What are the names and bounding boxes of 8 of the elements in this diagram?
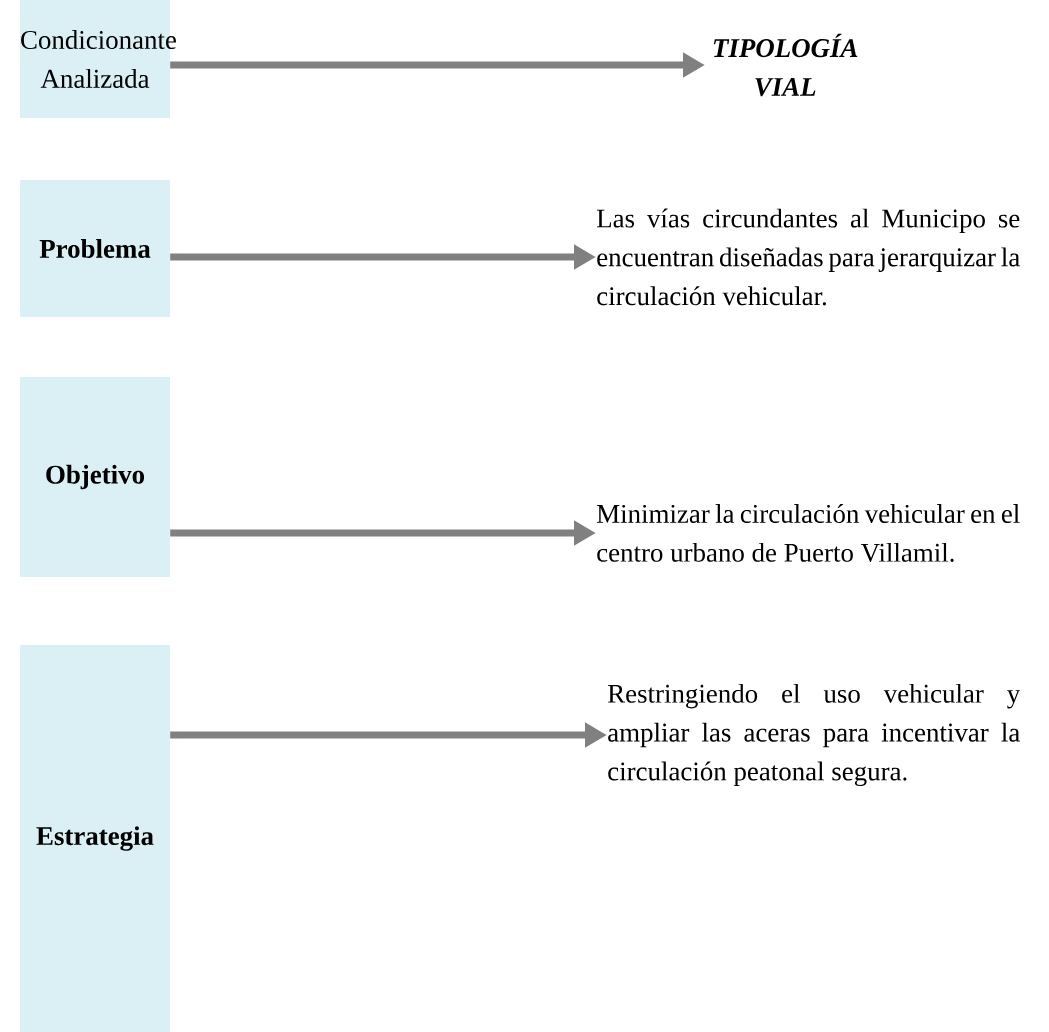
heading: TIPOLOGÍA VIAL (713, 33, 858, 97)
condition-box: Objetivo (20, 377, 170, 577)
description-text: Minimizar la circulación vehicular en el centro urbano de Puerto Villamil. (597, 504, 1020, 562)
condition-box: Estrategia (20, 645, 170, 1032)
condition-box: Problema (20, 180, 170, 317)
condition-box: Condicionante Analizada (20, 0, 176, 118)
description-text: Las vías circundantes al Municipo se encuentran diseñadas para jerarquizar la circulación vehicular. (597, 208, 1020, 306)
description-text: Restringiendo el uso vehicular y ampliar las aceras para incentivar la circulación peatonal segura. (608, 683, 1021, 787)
